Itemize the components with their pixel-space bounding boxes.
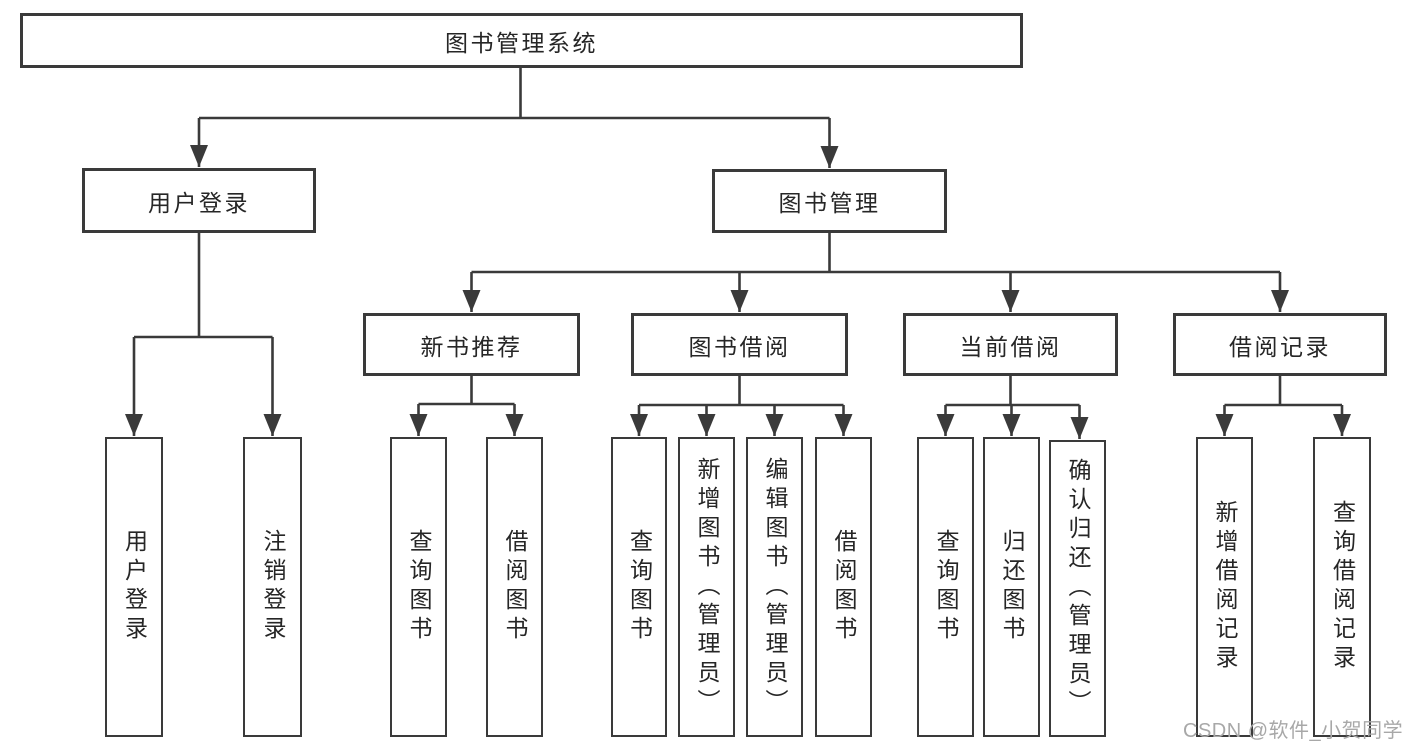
leaf-query-books-current: 查询图书	[917, 437, 974, 737]
leaf-borrow-books-borrow: 借阅图书	[815, 437, 872, 737]
connector-group-book-management	[462, 233, 1289, 312]
node-book-borrow: 图书借阅	[631, 313, 848, 376]
leaf-edit-book-admin: 编辑图书（管理员）	[746, 437, 803, 737]
leaf-query-books-borrow: 查询图书	[611, 437, 667, 737]
leaf-add-book-admin: 新增图书（管理员）	[678, 437, 735, 737]
leaf-user-login: 用户登录	[105, 437, 163, 737]
leaf-return-book: 归还图书	[983, 437, 1040, 737]
connector-group-current-borrow	[936, 376, 1089, 439]
leaf-query-books-recommend: 查询图书	[390, 437, 447, 737]
leaf-borrow-books-recommend: 借阅图书	[486, 437, 543, 737]
leaf-confirm-return-admin: 确认归还（管理员）	[1049, 440, 1106, 737]
connector-group-root	[190, 67, 839, 168]
csdn-watermark: CSDN @软件_小贺同学	[1183, 720, 1404, 742]
leaf-add-borrow-record: 新增借阅记录	[1196, 437, 1253, 737]
node-new-book-recommend: 新书推荐	[363, 313, 580, 376]
node-root: 图书管理系统	[20, 13, 1023, 68]
node-user-login: 用户登录	[82, 168, 316, 233]
node-borrow-records: 借阅记录	[1173, 313, 1387, 376]
connector-group-user-login	[125, 233, 282, 436]
connector-group-new-book	[409, 376, 524, 436]
connector-group-book-borrow	[630, 376, 853, 436]
connector-group-borrow-records	[1215, 376, 1351, 436]
node-current-borrow: 当前借阅	[903, 313, 1118, 376]
node-book-management: 图书管理	[712, 169, 947, 233]
leaf-query-borrow-record: 查询借阅记录	[1313, 437, 1371, 737]
leaf-logout: 注销登录	[243, 437, 302, 737]
